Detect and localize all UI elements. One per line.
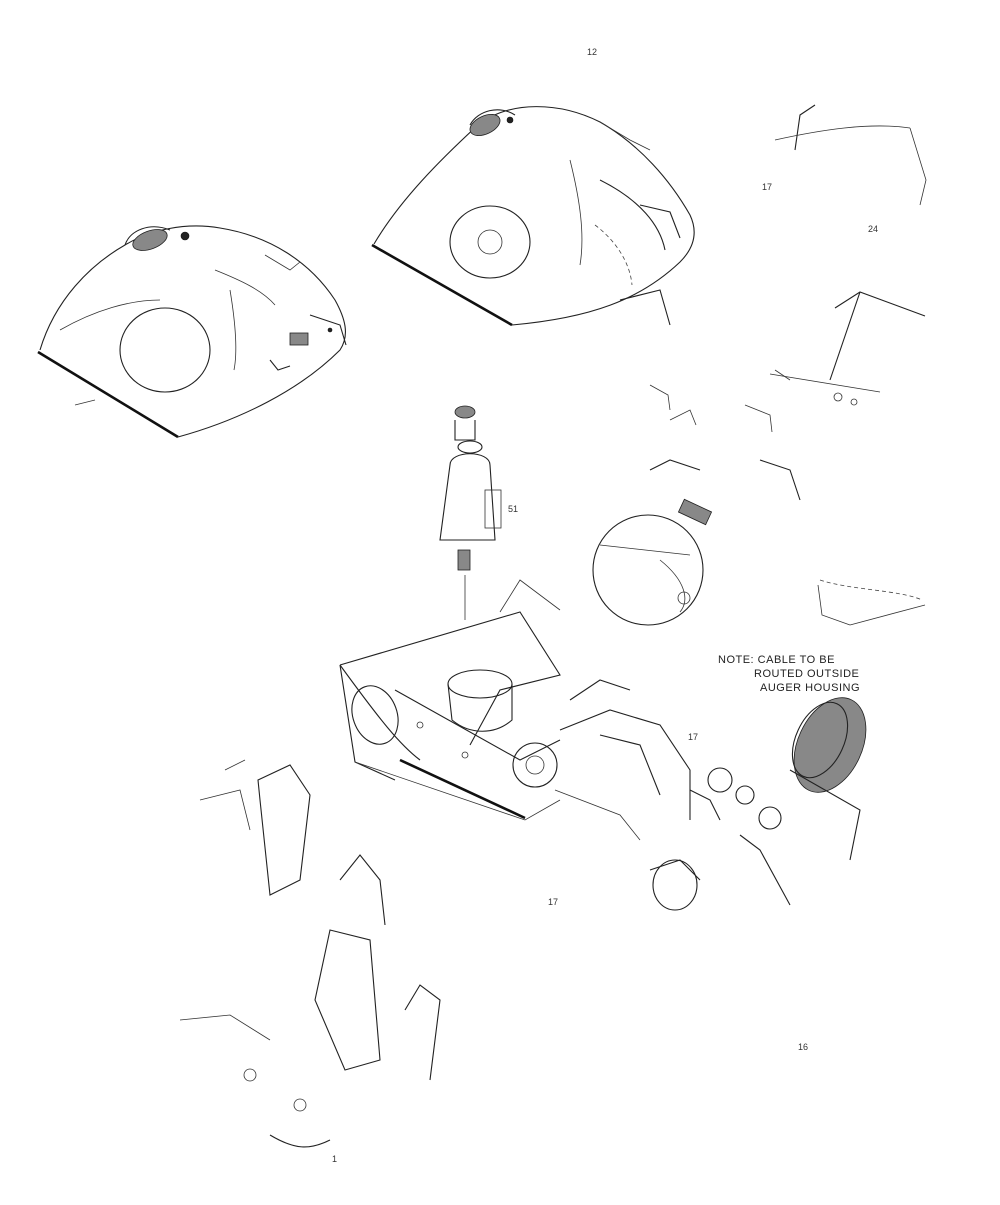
right-side-bar — [817, 579, 926, 626]
skid-plate-lower — [179, 929, 441, 1148]
right-wheel-assembly — [649, 697, 867, 911]
discharge-chute-assembly — [619, 104, 927, 406]
callout-c7: 24 — [868, 224, 878, 234]
chute-crank-hardware — [649, 384, 801, 526]
callouts: 12 17 17 17 51 16 24 1 — [332, 47, 878, 1164]
cable-note-line-2: ROUTED OUTSIDE — [754, 668, 860, 680]
callout-c3: 17 — [688, 732, 698, 742]
gear-case-column — [439, 405, 502, 620]
callout-c8: 1 — [332, 1154, 337, 1164]
impeller-assembly — [592, 514, 704, 626]
callout-c1: 12 — [587, 47, 597, 57]
left-auger-housing-view — [37, 225, 347, 439]
callout-c6: 16 — [798, 1042, 808, 1052]
callout-c4: 17 — [548, 897, 558, 907]
callout-c5: 51 — [508, 504, 518, 514]
cable-note-line-3: AUGER HOUSING — [760, 682, 861, 694]
callout-c2: 17 — [762, 182, 772, 192]
cable-note-line-1: NOTE: CABLE TO BE — [718, 654, 835, 666]
skid-plate-left — [199, 759, 386, 926]
upper-auger-housing — [371, 106, 695, 327]
auger-housing-frame — [339, 579, 691, 841]
